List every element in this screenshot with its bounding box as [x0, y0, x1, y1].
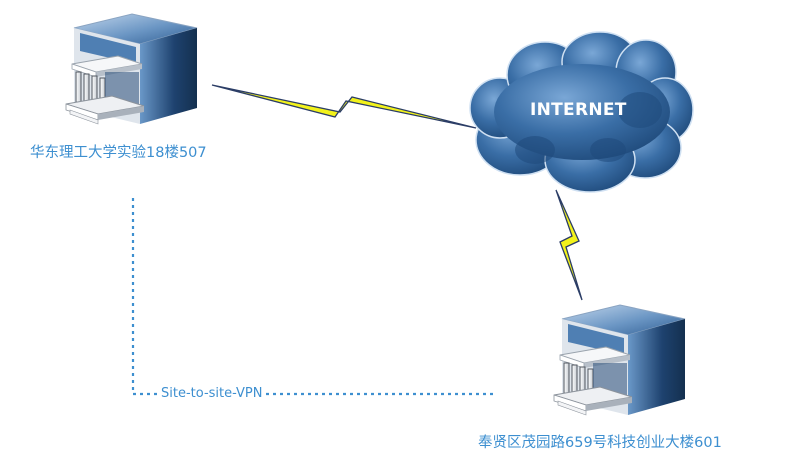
server-icon — [65, 13, 198, 125]
site-b-label: 奉贤区茂园路659号科技创业大楼601 — [478, 435, 722, 451]
vpn-tunnel-line — [131, 198, 495, 396]
lightning-link-icon — [211, 84, 477, 129]
vpn-label: Site-to-site-VPN — [160, 386, 264, 401]
server-icon — [553, 304, 686, 416]
lightning-link-icon — [555, 189, 583, 301]
cloud-icon — [469, 31, 694, 193]
site-a-label: 华东理工大学实验18楼507 — [30, 145, 207, 161]
internet-label: INTERNET — [530, 100, 627, 120]
